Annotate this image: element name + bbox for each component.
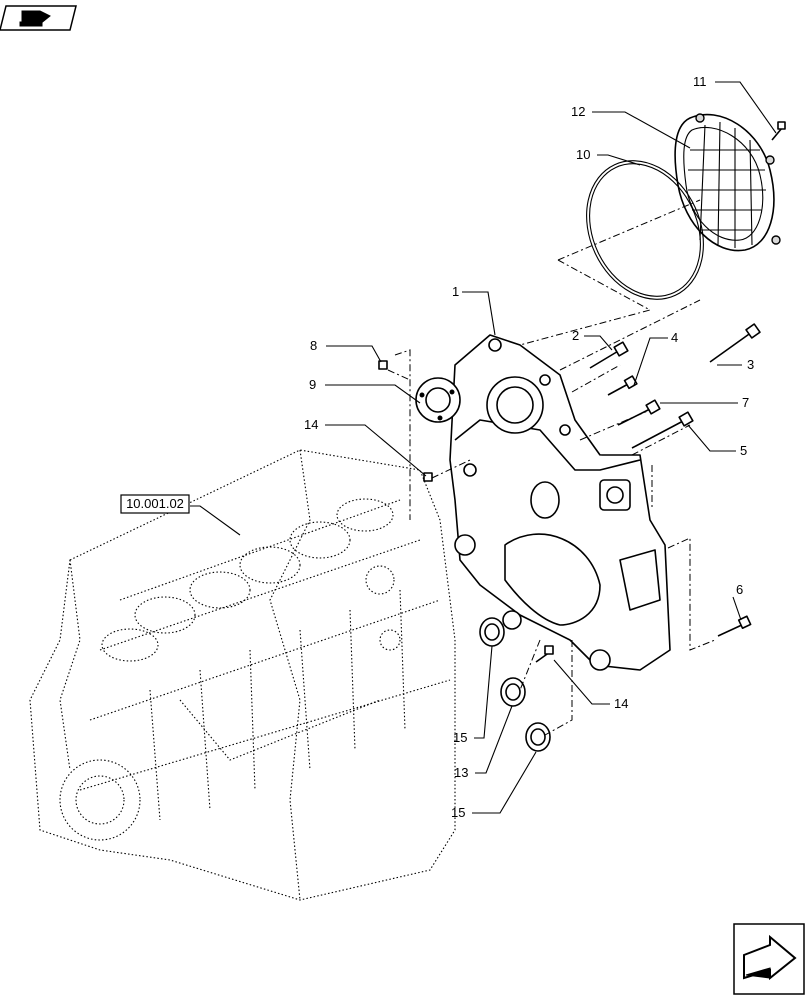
reference-box[interactable]: 10.001.02 [120, 494, 190, 514]
engine-block-outline [29, 449, 456, 901]
assembly-guides [387, 199, 716, 736]
plugs [479, 610, 551, 752]
book-icon[interactable] [0, 5, 77, 31]
callout-14-upper: 14 [304, 417, 318, 432]
leader-lines [190, 81, 777, 814]
callout-8: 8 [310, 338, 317, 353]
callout-12: 12 [571, 104, 585, 119]
callout-15-upper: 15 [453, 730, 467, 745]
callout-6: 6 [736, 582, 743, 597]
callout-3: 3 [747, 357, 754, 372]
callout-1: 1 [452, 284, 459, 299]
callout-7: 7 [742, 395, 749, 410]
bolts [378, 121, 786, 663]
reference-label[interactable]: 10.001.02 [126, 496, 184, 511]
next-arrow-icon[interactable] [733, 923, 805, 995]
callout-4: 4 [671, 330, 678, 345]
callout-13: 13 [454, 765, 468, 780]
callout-5: 5 [740, 443, 747, 458]
timing-gear-housing [449, 334, 671, 671]
callout-9: 9 [309, 377, 316, 392]
callout-11: 11 [693, 74, 707, 89]
callout-14-lower: 14 [614, 696, 628, 711]
callout-15-lower: 15 [451, 805, 465, 820]
o-ring-inner [589, 163, 701, 297]
cover-plate [674, 113, 781, 252]
seal-ring [415, 377, 461, 423]
callout-10: 10 [576, 147, 590, 162]
callout-labels: 1 2 3 4 5 6 7 8 9 10 11 12 13 14 14 15 1… [304, 74, 754, 820]
o-ring [586, 160, 704, 300]
callout-2: 2 [572, 328, 579, 343]
